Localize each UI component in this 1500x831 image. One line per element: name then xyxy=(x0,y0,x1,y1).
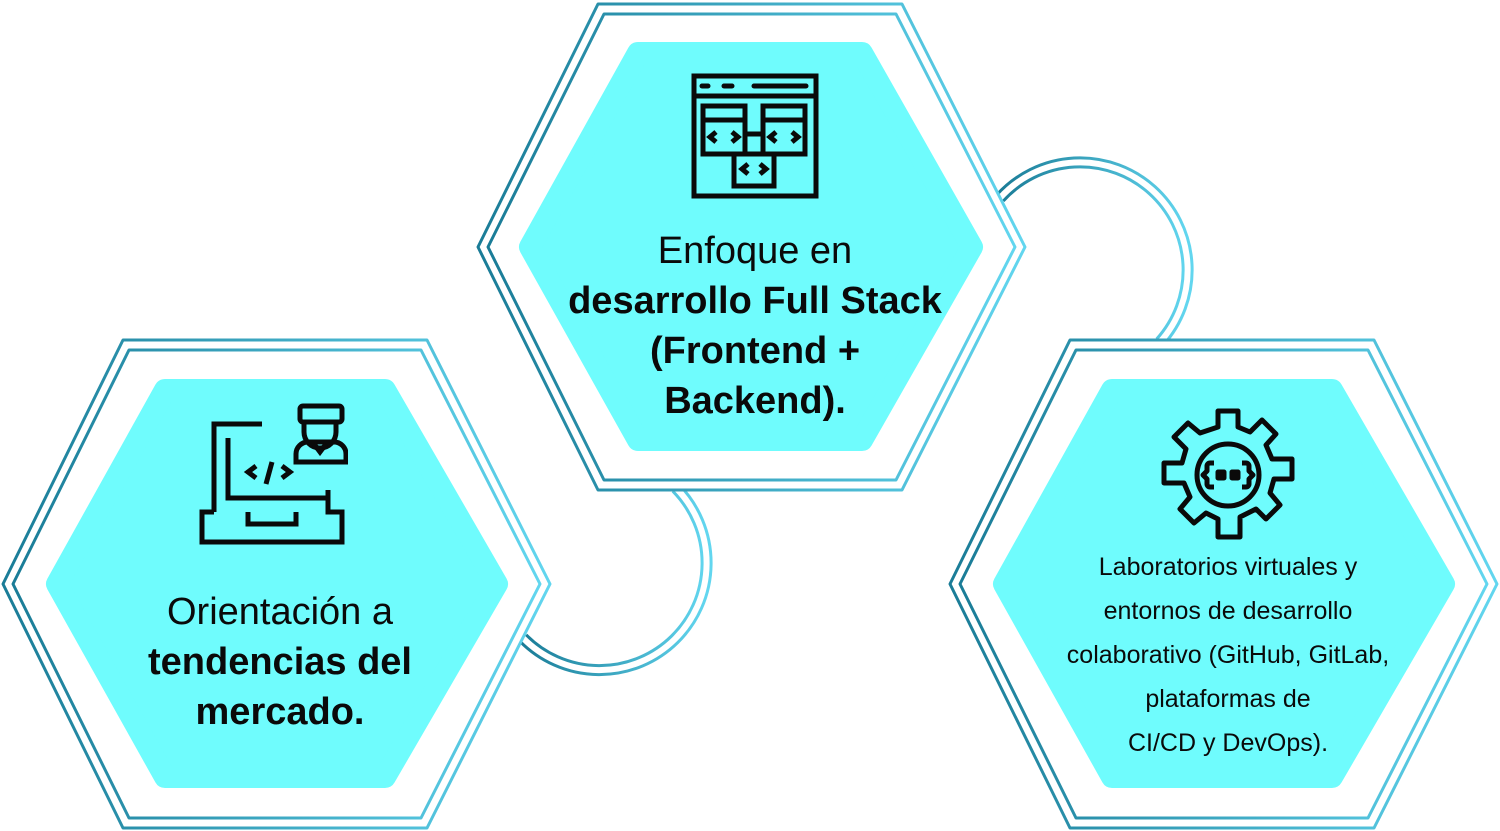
hexagon-left xyxy=(1,338,552,830)
node-right-line: entornos de desarrollo xyxy=(1103,597,1353,625)
node-left-bold: tendencias del mercado. xyxy=(148,641,412,733)
developer-laptop-icon xyxy=(199,403,348,545)
connector-center-left xyxy=(518,483,713,677)
node-center-normal: Enfoque en xyxy=(657,230,853,272)
node-left-normal: Orientación a xyxy=(166,591,393,633)
node-right-line: plataformas de xyxy=(1145,685,1311,713)
node-center-text: Enfoque en desarrollo Full Stack (Fronte… xyxy=(560,226,950,426)
connector-center-right xyxy=(995,156,1194,347)
hexagon-center xyxy=(476,2,1027,492)
gear-code-icon xyxy=(1161,408,1295,540)
hexagon-right xyxy=(948,338,1499,830)
node-right-line: CI/CD y DevOps). xyxy=(1127,729,1329,757)
node-right-line: colaborativo (GitHub, GitLab, xyxy=(1066,641,1390,669)
node-left-text: Orientación a tendencias del mercado. xyxy=(100,587,460,737)
node-right-text: Laboratorios virtuales y entornos de des… xyxy=(1028,545,1428,765)
web-code-windows-icon xyxy=(691,73,819,199)
node-right-line: Laboratorios virtuales y xyxy=(1098,553,1358,581)
node-center-bold: desarrollo Full Stack (Frontend + Backen… xyxy=(568,280,942,422)
